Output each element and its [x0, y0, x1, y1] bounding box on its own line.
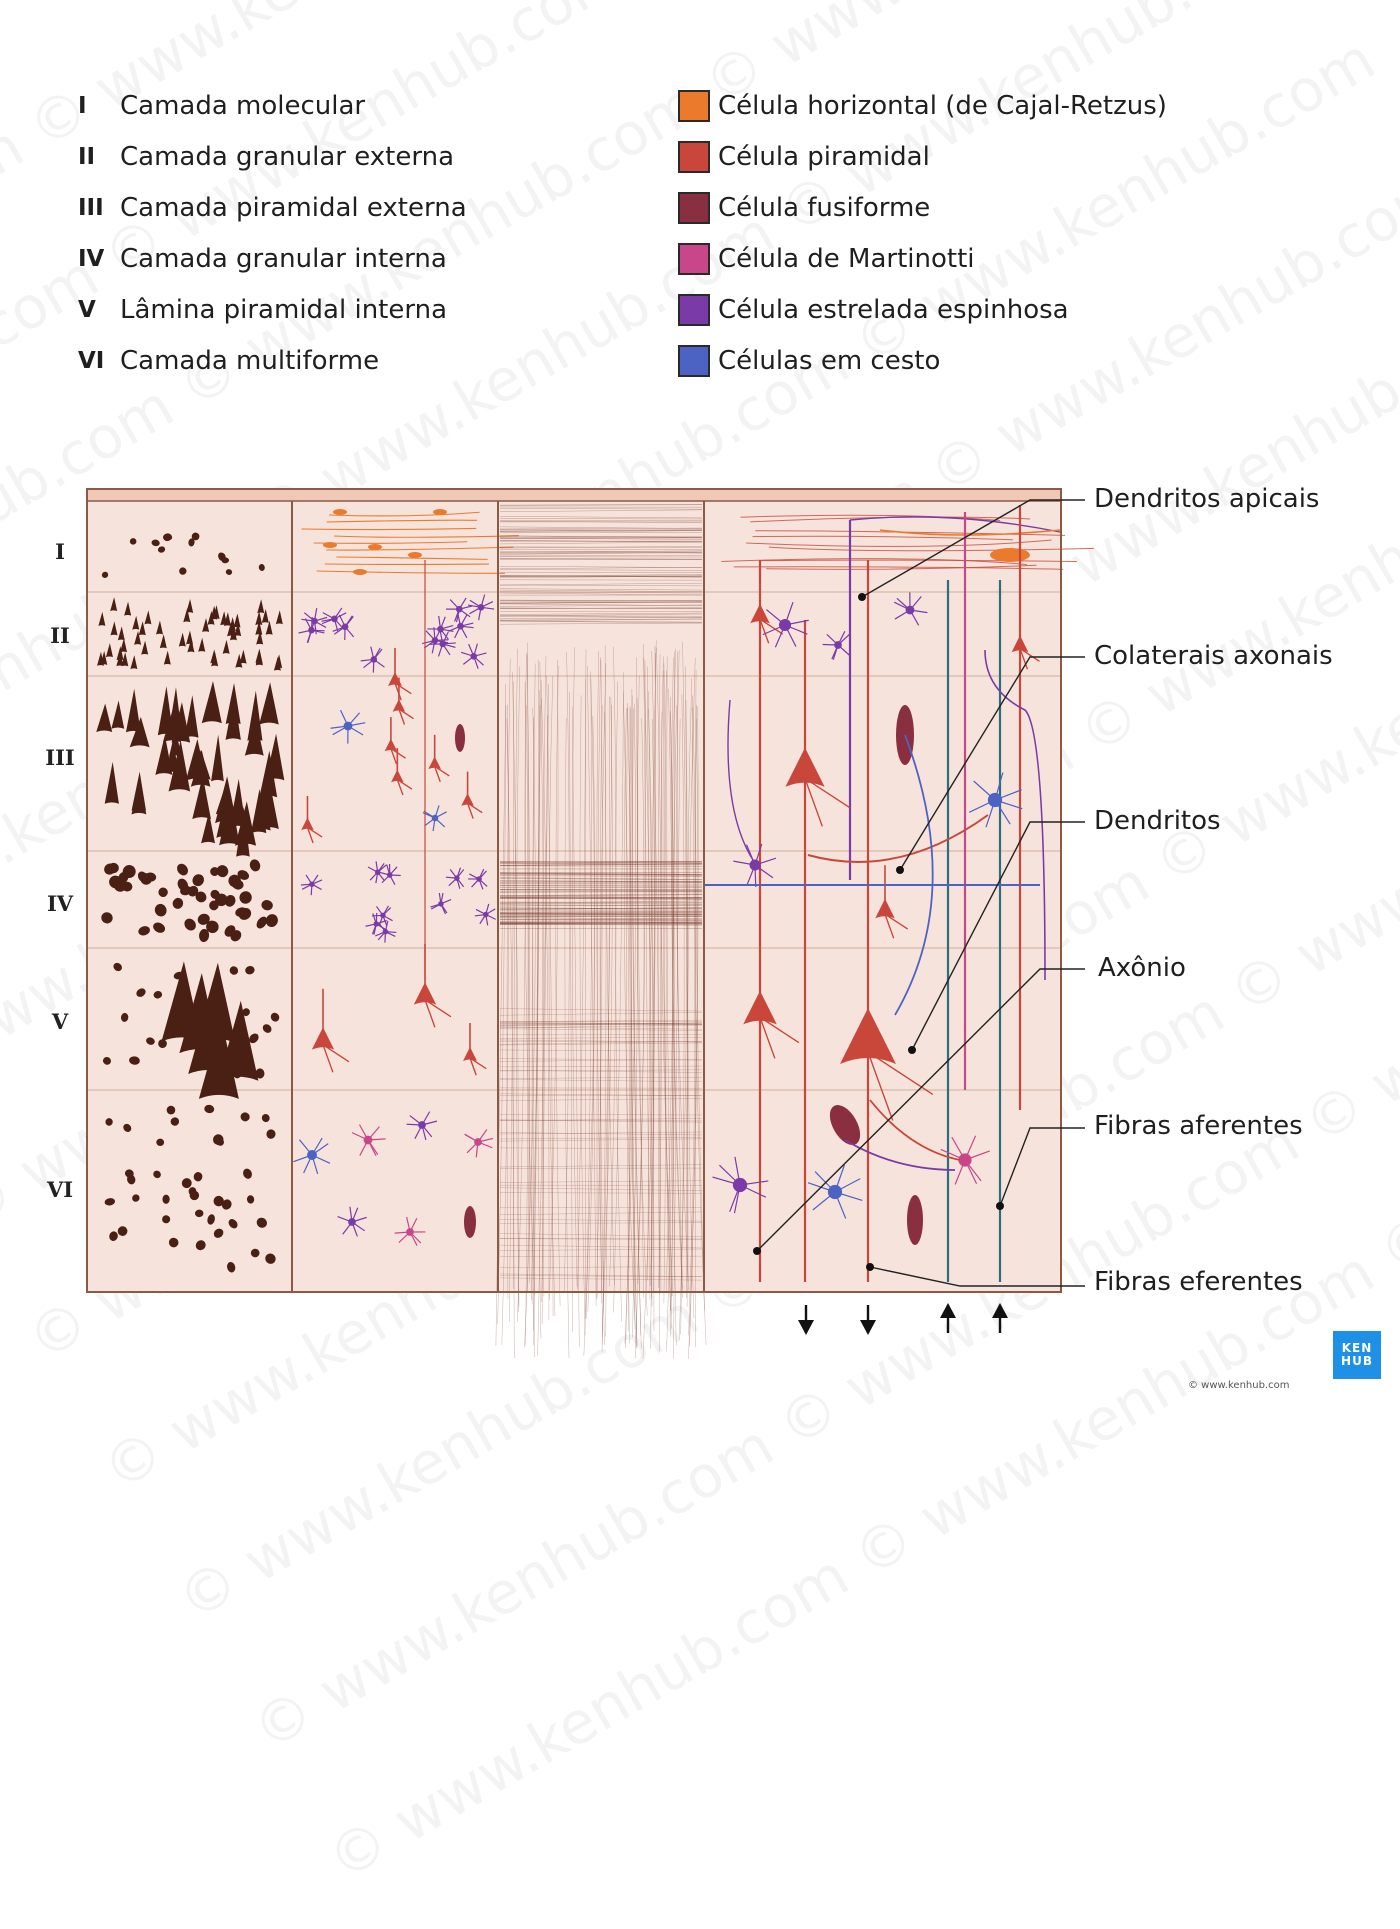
- fusiform-cell: [907, 1195, 923, 1245]
- nissl-granule: [190, 1191, 200, 1200]
- efferent-arrow-head: [798, 1320, 814, 1335]
- stellate-cell: [375, 869, 381, 875]
- callout-apical-dendrites: Dendritos apicais: [1094, 484, 1319, 514]
- stellate-cell: [456, 606, 463, 613]
- horizontal-cell-soma: [353, 569, 367, 575]
- stellate-cell: [476, 876, 482, 882]
- stellate-cell: [331, 616, 338, 623]
- diagram-layer-numeral: III: [30, 745, 90, 770]
- stellate-cell: [309, 881, 315, 887]
- stellate-cell: [342, 623, 349, 630]
- horizontal-cell-soma: [368, 544, 382, 550]
- credit-text: © www.kenhub.com: [1188, 1380, 1289, 1391]
- diagram-layer-numeral: I: [30, 539, 90, 564]
- stellate-cell: [348, 1218, 356, 1226]
- efferent-arrow-head: [860, 1320, 876, 1335]
- callout-dendrites: Dendritos: [1094, 806, 1221, 836]
- basket-cell: [988, 793, 1002, 807]
- horizontal-cell-soma: [990, 548, 1030, 562]
- afferent-arrow-head: [940, 1303, 956, 1318]
- pia-mater-strip: [87, 489, 1061, 501]
- spiny-stellate-cell: [906, 606, 915, 615]
- diagram-layer-numeral: V: [30, 1009, 90, 1034]
- kenhub-logo: KEN HUB: [1333, 1331, 1381, 1379]
- stellate-cell: [470, 653, 477, 660]
- callout-axon-collaterals: Colaterais axonais: [1094, 641, 1333, 671]
- martinotti-cell: [474, 1138, 482, 1146]
- cortex-layers-diagram: [0, 0, 1400, 1400]
- basket-cell: [828, 1185, 842, 1199]
- stellate-cell: [418, 1121, 426, 1129]
- stellate-cell: [478, 604, 485, 611]
- callout-axon: Axônio: [1098, 953, 1186, 983]
- callout-anchor-dot: [996, 1202, 1004, 1210]
- stellate-cell: [371, 656, 378, 663]
- spiny-stellate-cell: [779, 619, 791, 631]
- martinotti-cell: [406, 1228, 414, 1236]
- callout-anchor-dot: [858, 593, 866, 601]
- stellate-cell: [383, 929, 389, 935]
- nissl-granule: [162, 1195, 169, 1204]
- spiny-stellate-cell: [733, 1178, 747, 1192]
- callout-anchor-dot: [866, 1263, 874, 1271]
- diagram-layer-numeral: IV: [30, 891, 90, 916]
- basket-cell: [307, 1150, 317, 1160]
- stellate-cell: [454, 875, 460, 881]
- horizontal-cell-soma: [323, 542, 337, 548]
- diagram-layer-numeral: II: [30, 623, 90, 648]
- fusiform-cell: [464, 1206, 476, 1238]
- horizontal-cell-soma: [408, 552, 422, 558]
- callout-efferent-fibers: Fibras eferentes: [1094, 1267, 1303, 1297]
- martinotti-cell: [958, 1153, 971, 1166]
- callout-anchor-dot: [908, 1046, 916, 1054]
- horizontal-cell-soma: [333, 509, 347, 515]
- afferent-arrow-head: [992, 1303, 1008, 1318]
- stellate-cell: [437, 626, 444, 633]
- stellate-cell: [387, 872, 393, 878]
- spiny-stellate-cell: [834, 641, 842, 649]
- stellate-cell: [457, 623, 464, 630]
- logo-line-2: HUB: [1341, 1355, 1373, 1368]
- stellate-cell: [380, 913, 386, 919]
- stellate-cell: [438, 901, 444, 907]
- martinotti-cell: [364, 1136, 373, 1145]
- callout-anchor-dot: [753, 1247, 761, 1255]
- basket-cell: [432, 815, 439, 822]
- fusiform-cell: [455, 724, 465, 752]
- stellate-cell: [374, 921, 380, 927]
- diagram-layer-numeral: VI: [30, 1177, 90, 1202]
- basket-cell: [344, 722, 353, 731]
- callout-anchor-dot: [896, 866, 904, 874]
- horizontal-cell-soma: [433, 509, 447, 515]
- callout-afferent-fibers: Fibras aferentes: [1094, 1111, 1303, 1141]
- stellate-cell: [483, 912, 489, 918]
- stellate-cell: [308, 627, 315, 634]
